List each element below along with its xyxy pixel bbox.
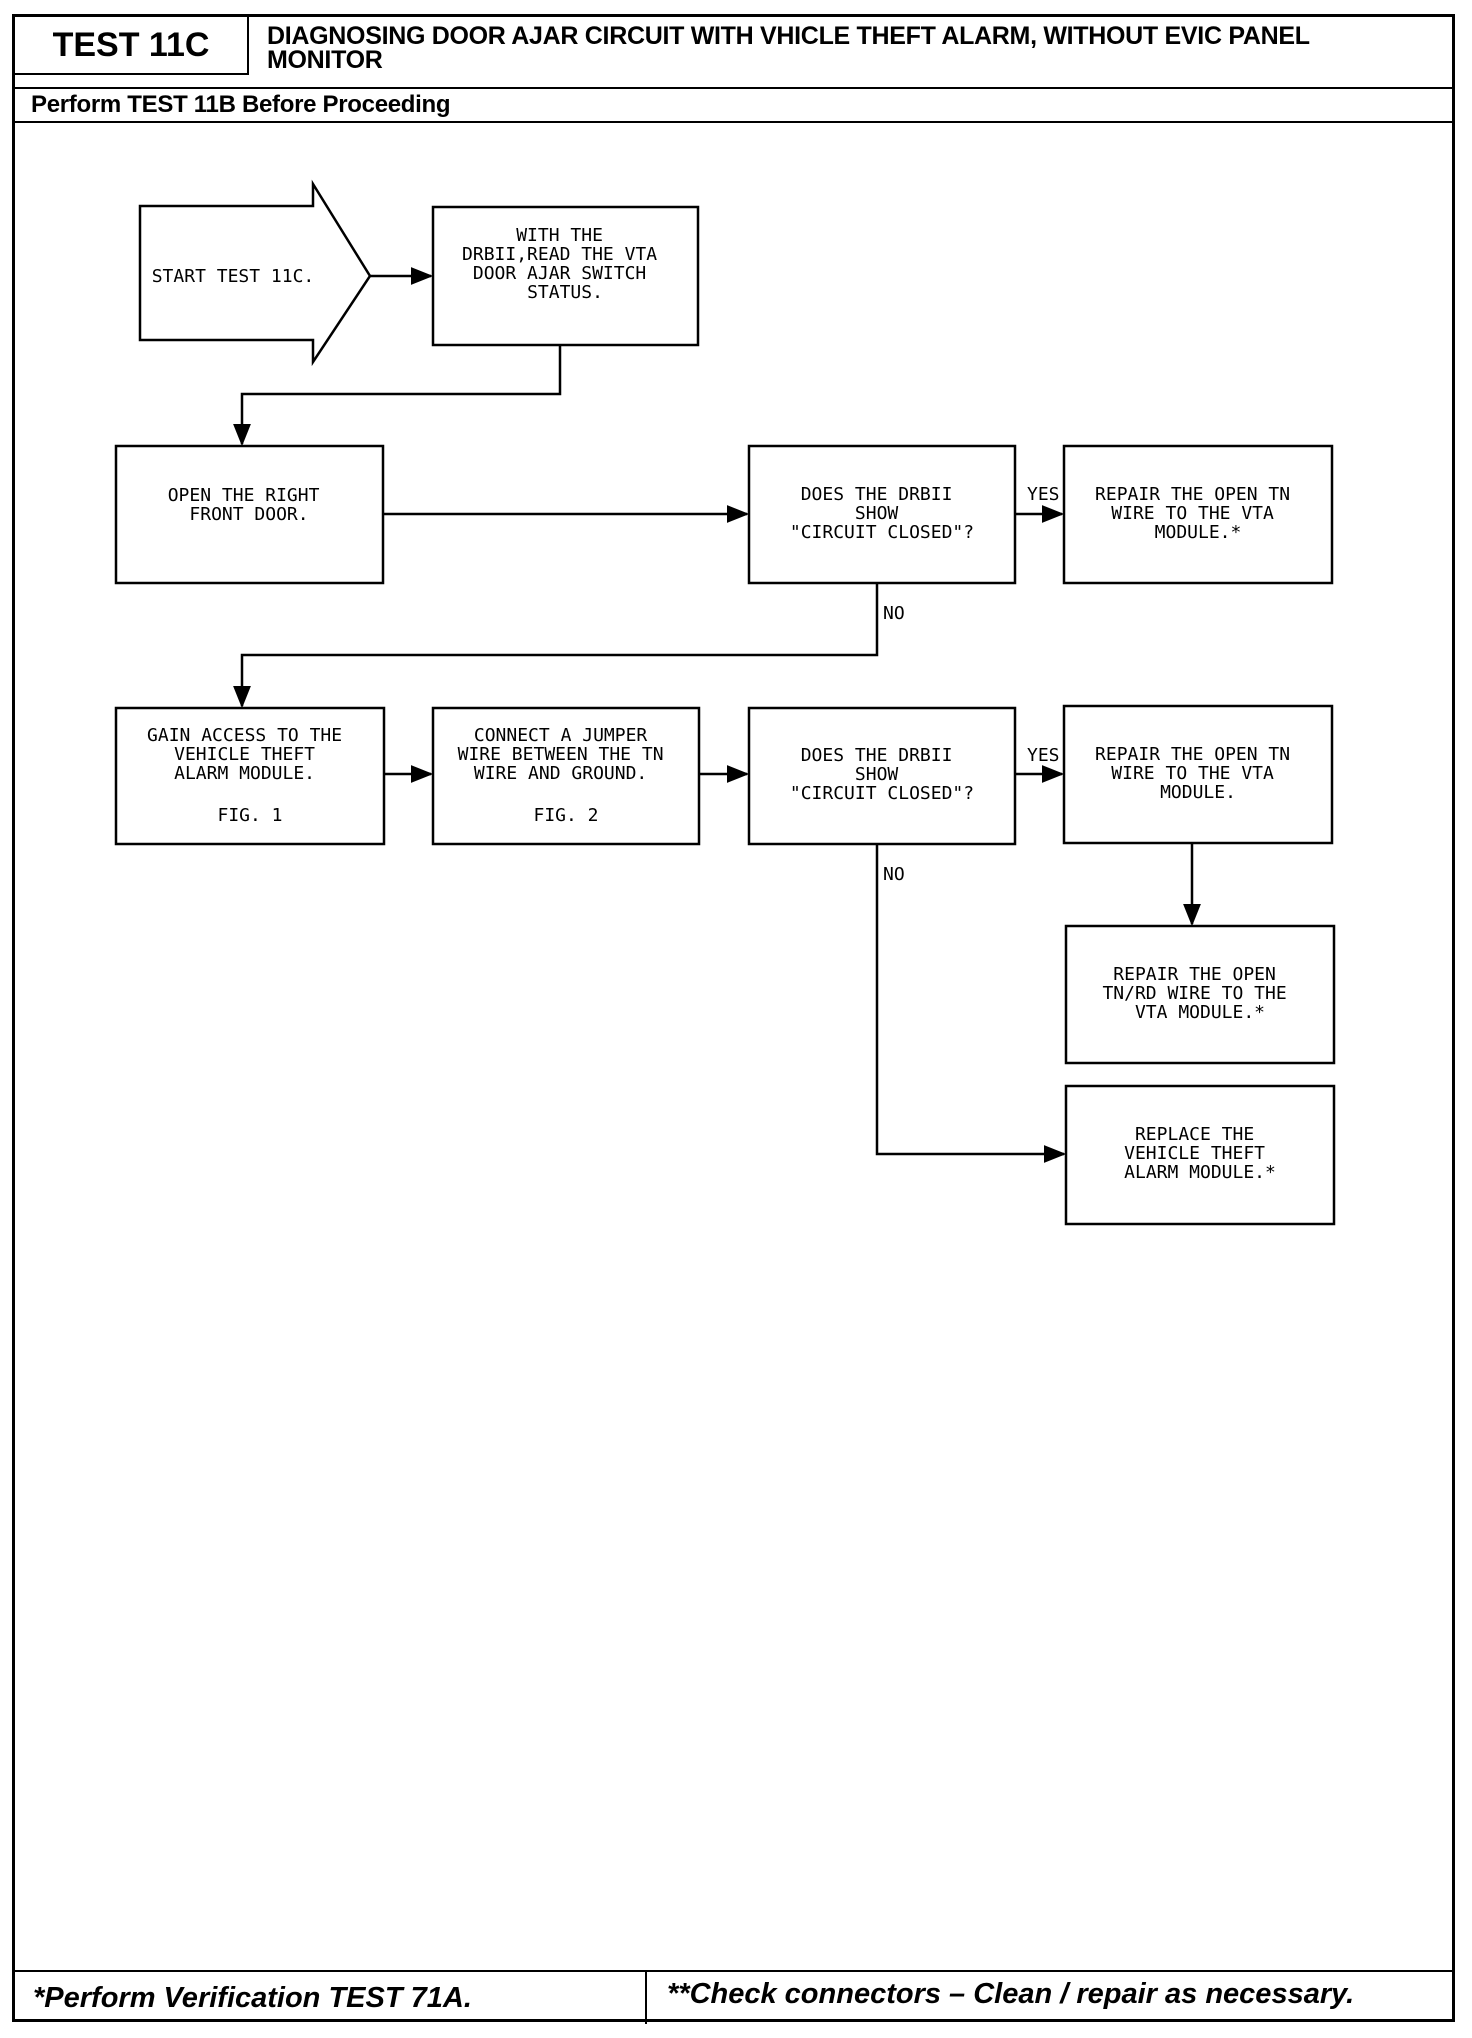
jumper-text: CONNECT A JUMPER WIRE BETWEEN THE TN WIR… bbox=[458, 725, 675, 826]
read-status-text: WITH THE DRBII,READ THE VTA DOOR AJAR SW… bbox=[462, 225, 668, 303]
test-title: DIAGNOSING DOOR AJAR CIRCUIT WITH VHICLE… bbox=[267, 22, 1310, 74]
open-door-text: OPEN THE RIGHT FRONT DOOR. bbox=[168, 485, 331, 525]
no-label-1: NO bbox=[883, 603, 905, 624]
start-node-text: START TEST 11C. bbox=[152, 266, 315, 287]
start-node-shape bbox=[138, 179, 372, 367]
repair-tnrd-text: REPAIR THE OPEN TN/RD WIRE TO THE VTA MO… bbox=[1102, 964, 1297, 1023]
repair-tn-2-text: REPAIR THE OPEN TN WIRE TO THE VTA MODUL… bbox=[1095, 744, 1301, 803]
footer-verification-note: *Perform Verification TEST 71A. bbox=[33, 1982, 472, 2014]
header: TEST 11C DIAGNOSING DOOR AJAR CIRCUIT WI… bbox=[15, 17, 1452, 89]
divider bbox=[15, 121, 1452, 123]
question-1-text: DOES THE DRBII SHOW "CIRCUIT CLOSED"? bbox=[790, 484, 974, 543]
gain-access-text: GAIN ACCESS TO THE VEHICLE THEFT ALARM M… bbox=[147, 725, 353, 826]
test-id: TEST 11C bbox=[15, 17, 249, 75]
prerequisite-note: Perform TEST 11B Before Proceeding bbox=[31, 91, 451, 118]
repair-tn-1-text: REPAIR THE OPEN TN WIRE TO THE VTA MODUL… bbox=[1095, 484, 1301, 543]
footer-divider bbox=[645, 1972, 647, 2024]
footer: *Perform Verification TEST 71A. **Check … bbox=[15, 1970, 1452, 2024]
footer-connector-note: **Check connectors – Clean / repair as n… bbox=[667, 1978, 1355, 2010]
question-2-text: DOES THE DRBII SHOW "CIRCUIT CLOSED"? bbox=[790, 745, 974, 804]
page-frame: TEST 11C DIAGNOSING DOOR AJAR CIRCUIT WI… bbox=[12, 14, 1455, 2024]
connector-read-open bbox=[233, 345, 562, 447]
connector-question2-no bbox=[875, 844, 1067, 1163]
replace-module-text: REPLACE THE VEHICLE THEFT ALARM MODULE.* bbox=[1124, 1124, 1276, 1183]
yes-label-1: YES bbox=[1027, 484, 1060, 505]
no-label-2: NO bbox=[883, 864, 905, 885]
connector-question1-no bbox=[233, 583, 879, 709]
yes-label-2: YES bbox=[1027, 745, 1060, 766]
